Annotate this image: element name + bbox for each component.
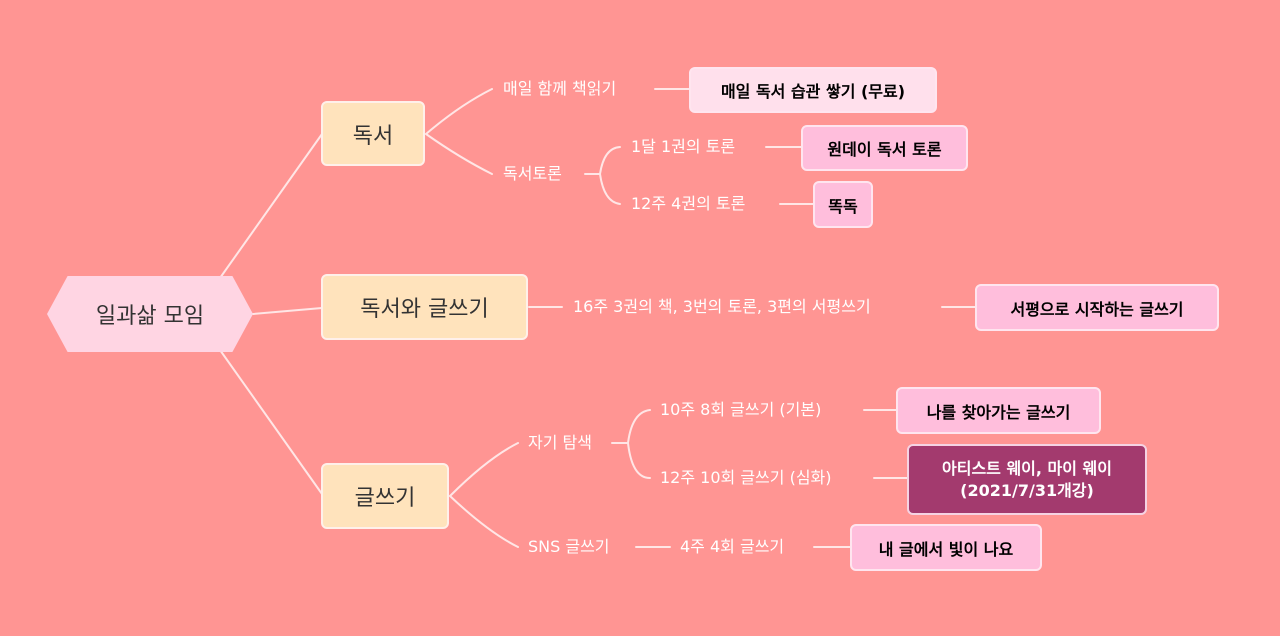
subtopic-1-month-1-book[interactable]: 1달 1권의 토론 (631, 137, 736, 156)
link-self-bracket (611, 409, 651, 479)
subtopic-sns-writing[interactable]: SNS 글쓰기 (528, 537, 610, 556)
link-center-reading-writing (252, 307, 323, 315)
subtopic-book-discussion[interactable]: 독서토론 (503, 164, 562, 183)
link-writing-self (449, 442, 519, 497)
subtopic-self-exploration[interactable]: 자기 탐색 (528, 433, 592, 452)
leaf-artist-way-date: (2021/7/31개강) (960, 480, 1094, 500)
subtopic-10-week-basic[interactable]: 10주 8회 글쓰기 (기본) (660, 400, 822, 419)
leaf-oneday-discussion[interactable]: 원데이 독서 토론 (801, 125, 968, 171)
main-topic-writing[interactable]: 글쓰기 (321, 463, 449, 529)
subtopic-12-week-advanced[interactable]: 12주 10회 글쓰기 (심화) (660, 468, 832, 487)
link-reading-discussion (425, 133, 493, 175)
leaf-review-writing[interactable]: 서평으로 시작하는 글쓰기 (975, 284, 1219, 331)
link-writing-sns (449, 495, 519, 548)
subtopic-4-week-4-sessions[interactable]: 4주 4회 글쓰기 (680, 537, 785, 556)
main-topic-reading-and-writing[interactable]: 독서와 글쓰기 (321, 274, 528, 340)
leaf-artist-way-title: 아티스트 웨이, 마이 웨이 (942, 458, 1112, 478)
subtopic-daily-reading[interactable]: 매일 함께 책읽기 (503, 79, 617, 98)
leaf-artist-way[interactable]: 아티스트 웨이, 마이 웨이 (2021/7/31개강) (907, 444, 1147, 515)
link-center-reading (219, 133, 323, 279)
link-reading-daily (425, 88, 493, 135)
subtopic-16-week-program[interactable]: 16주 3권의 책, 3번의 토론, 3편의 서평쓰기 (573, 297, 871, 316)
central-topic[interactable]: 일과삶 모임 (47, 276, 253, 352)
leaf-daily-reading-habit[interactable]: 매일 독서 습관 쌓기 (무료) (689, 67, 937, 113)
link-center-writing (219, 349, 323, 495)
leaf-shining-writing[interactable]: 내 글에서 빛이 나요 (850, 524, 1042, 571)
leaf-finding-myself[interactable]: 나를 찾아가는 글쓰기 (896, 387, 1101, 434)
leaf-ttokdok[interactable]: 똑독 (813, 181, 873, 228)
subtopic-12-week-4-books[interactable]: 12주 4권의 토론 (631, 194, 746, 213)
main-topic-reading[interactable]: 독서 (321, 101, 425, 166)
link-discussion-bracket (584, 146, 621, 205)
